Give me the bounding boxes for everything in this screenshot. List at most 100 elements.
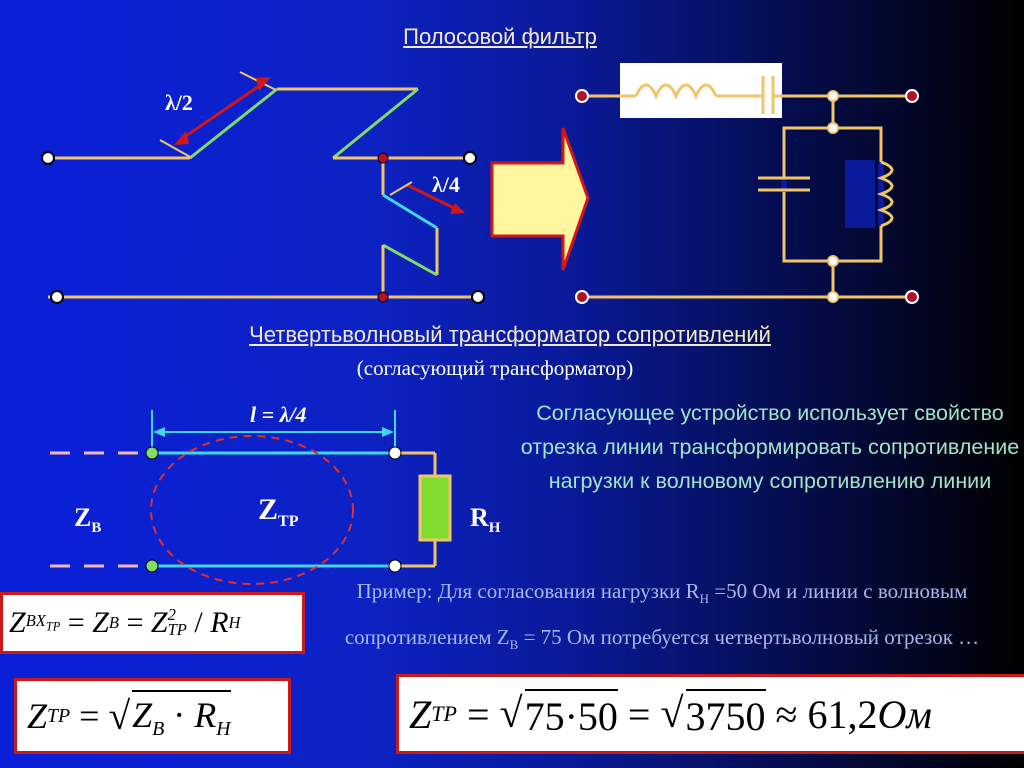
shunt-inductor-highlight (845, 160, 875, 228)
terminal-top-left (41, 151, 55, 165)
length-label: l = λ/4 (250, 402, 307, 427)
terminal-bottom-left (50, 290, 64, 304)
eq-node-1 (827, 90, 839, 102)
f2-zb: Z (132, 695, 153, 736)
example-part-1: Пример: Для согласования нагрузки R (356, 579, 700, 603)
quarter-wave-tick (389, 181, 413, 196)
f1-div: / (186, 606, 211, 639)
zb-label-sub: В (91, 520, 102, 537)
dim-arrowhead-left (153, 427, 165, 437)
f3-root1-sign: √ (499, 691, 523, 737)
quarter-wave-arrowhead (450, 203, 465, 214)
load-resistor (418, 474, 452, 542)
transformer-highlight-ellipse (150, 435, 354, 585)
f2-root-sign: √ (108, 694, 131, 738)
f1-lhs-sub-text: BX (25, 611, 46, 631)
f2-eq: = (70, 696, 109, 736)
f1-ztp-sup: 2 (167, 605, 176, 625)
f3-eq2: = (617, 691, 661, 737)
rn-label: RН (470, 503, 500, 537)
f2-root-content: ZB · RH (132, 690, 231, 741)
eq-terminal-bottom-left (575, 290, 589, 304)
ztp-label-sub: ТР (278, 513, 299, 530)
f1-lhs-subsub: TP (45, 619, 61, 634)
half-wave-stub (189, 87, 278, 160)
f3-lhs: Z (409, 691, 432, 737)
f2-dot: · (164, 695, 195, 736)
half-wave-label: λ/2 (165, 90, 193, 115)
f2-r-sub: H (216, 718, 231, 741)
half-wave-arrowhead-1 (174, 131, 189, 145)
half-wave-tick-1 (159, 139, 193, 159)
f2-lhs: Z (27, 696, 48, 736)
node-white-bottom (388, 559, 402, 573)
node-bottom (377, 291, 389, 303)
stub-filter-diagram (41, 63, 919, 304)
f1-r-sub: H (228, 613, 241, 632)
half-wave-return (332, 87, 419, 160)
f3-lhs-sub: TP (431, 701, 457, 726)
f3-root2: 3750 (685, 688, 766, 740)
node-green-bottom (145, 559, 159, 573)
f3-approx: ≈ 61,2 (765, 691, 878, 737)
rn-label-sub: Н (488, 520, 501, 537)
node-green-top (145, 446, 159, 460)
ztp-label: ZТР (258, 493, 298, 531)
shunt-inductor-icon (876, 160, 894, 228)
node-white-top (388, 446, 402, 460)
section-subtitle-2: (согласующий трансформатор) (356, 356, 634, 380)
series-lc-highlight (620, 63, 782, 118)
f3-eq1: = (456, 691, 500, 737)
eq-terminal-top-right (905, 89, 919, 103)
quarter-wave-arrow (406, 183, 459, 212)
series-inductor-icon (634, 83, 718, 100)
eq-terminal-top-left (575, 89, 589, 103)
section-subtitle: Четвертьволновый трансформатор сопротивл… (249, 322, 771, 347)
quarter-wave-label: λ/4 (432, 172, 460, 197)
eq-node-4 (827, 291, 839, 303)
f1-r: R (210, 606, 229, 639)
f2-r: R (194, 695, 217, 736)
node-top (377, 152, 389, 164)
f3-unit: Ом (877, 691, 932, 737)
dim-arrowhead-right (382, 427, 394, 437)
f2-lhs-sub: TP (47, 704, 71, 727)
description-text: Согласующее устройство использует свойст… (520, 401, 1020, 493)
example-sub-1: Н (699, 591, 710, 607)
example-text: Пример: Для согласования нагрузки RН =50… (300, 572, 1024, 664)
f3-root1: 75·50 (524, 688, 618, 740)
terminal-top-right (463, 151, 477, 165)
eq-node-2 (827, 122, 839, 134)
f1-ztp-sub: TP (167, 620, 187, 639)
f1-zb-sub: B (108, 613, 119, 632)
quarter-stub-green (382, 243, 438, 277)
example-part-2: =50 Ом и линии с волновым сопротивлением… (344, 579, 968, 650)
example-sub-2: В (509, 637, 519, 653)
terminal-bottom-right (471, 290, 485, 304)
f1-zb: Z (92, 606, 109, 639)
equivalence-arrow (490, 127, 590, 271)
eq-terminal-bottom-right (905, 290, 919, 304)
eq-node-3 (827, 255, 839, 267)
f1-ztp: Z (150, 606, 168, 639)
half-wave-arrowhead-2 (256, 77, 271, 91)
page-title: Полосовой фильтр (403, 24, 597, 49)
f1-eq2: = (119, 606, 151, 639)
zb-label: ZВ (74, 503, 101, 537)
f1-lhs-sub: BXTP (26, 611, 61, 634)
f2-zb-sub: B (152, 718, 165, 741)
f1-lhs: Z (9, 606, 26, 639)
f1-eq1: = (60, 606, 93, 639)
rn-label-main: R (470, 503, 489, 532)
f3-root2-sign: √ (660, 691, 684, 737)
transformer-diagram (50, 410, 452, 585)
example-part-3: = 75 Ом потребуется четвертьволновый отр… (518, 625, 980, 650)
ztp-label-main: Z (258, 493, 279, 526)
quarter-stub-cyan (382, 193, 438, 230)
zb-label-main: Z (74, 503, 92, 532)
half-wave-arrow (179, 80, 266, 142)
